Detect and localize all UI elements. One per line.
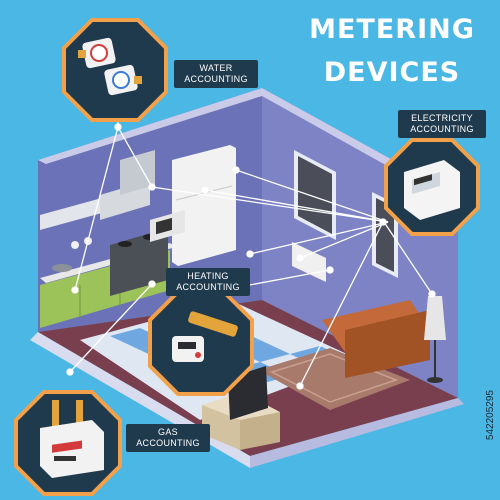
- fridge: [172, 145, 236, 266]
- floor-lamp: [424, 296, 446, 340]
- heating-meter-badge: [148, 290, 254, 396]
- gas-accounting-label: GAS ACCOUNTING: [126, 424, 210, 452]
- heating-accounting-label: HEATING ACCOUNTING: [166, 268, 250, 296]
- carpet: [258, 348, 410, 410]
- electricity-meter-badge: [384, 138, 480, 236]
- heating-meter-icon: [172, 311, 238, 362]
- water-accounting-label: WATER ACCOUNTING: [174, 60, 258, 88]
- page-title-line-2: DEVICES: [323, 57, 461, 88]
- stock-id: 542205295: [485, 389, 496, 440]
- page-title-line-1: METERING: [309, 14, 475, 45]
- electricity-accounting-label: ELECTRICITY ACCOUNTING: [398, 110, 486, 138]
- water-meter-badge: [62, 18, 168, 122]
- electricity-meter-icon: [404, 160, 460, 220]
- kitchen: [40, 145, 236, 328]
- water-meter-icon: [78, 37, 142, 96]
- gas-meter-badge: [14, 390, 122, 496]
- gas-meter-icon: [40, 400, 104, 478]
